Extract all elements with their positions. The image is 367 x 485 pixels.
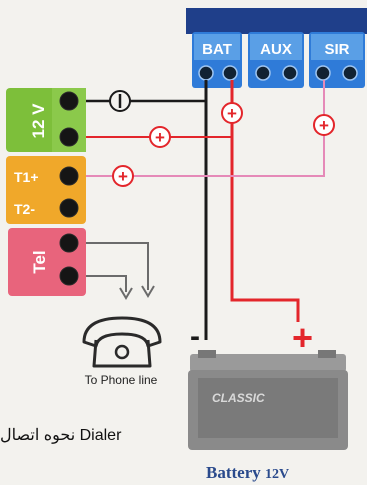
battery-plus-sign: + [292, 317, 313, 358]
battery-label: Battery 12V [206, 463, 289, 482]
trigger-terminal: T1+ T2- [6, 156, 86, 224]
wires [78, 80, 325, 340]
label-tel: Tel [30, 250, 49, 273]
plus-marker-bat: + [221, 102, 243, 124]
tel-terminal: Tel [8, 228, 86, 296]
plus-marker-t1: + [112, 165, 134, 187]
screw-t2 [59, 198, 79, 218]
screw-tel-1 [59, 233, 79, 253]
wire-tel-1 [78, 242, 149, 290]
label-t2: T2- [14, 201, 35, 217]
alarm-terminal-block: BAT AUX SIR [186, 8, 367, 88]
plus-symbol-sir: + [319, 116, 329, 135]
plus-symbol-12v: + [155, 128, 165, 147]
screw-tel-2 [59, 266, 79, 286]
terminal-bat: BAT [192, 32, 242, 88]
minus-marker [109, 90, 131, 112]
aux-screw-2 [282, 65, 298, 81]
terminal-label-bat: BAT [202, 41, 232, 58]
terminal-label-aux: AUX [260, 41, 292, 58]
screw-12v-positive [59, 127, 79, 147]
battery: + - CLASSIC Battery 12V [188, 317, 348, 482]
battery-lid [190, 354, 346, 372]
sir-screw-2 [342, 65, 358, 81]
sir-screw-1 [315, 65, 331, 81]
aux-screw-1 [255, 65, 271, 81]
arrow-tel-2 [119, 287, 133, 300]
left-terminal-strip: 12 V T1+ T2- Tel [6, 88, 86, 296]
wire-t1-sir [78, 80, 325, 177]
battery-terminal-pos [318, 350, 336, 358]
screw-t1 [59, 166, 79, 186]
bat-screw-negative [198, 65, 214, 81]
arrow-tel-1 [141, 285, 155, 298]
dialer-caption: نحوه اتصال Dialer [0, 427, 122, 444]
wire-tel-2 [78, 275, 127, 292]
label-12v: 12 V [29, 103, 48, 139]
terminal-label-sir: SIR [324, 41, 349, 58]
power-terminal-12v: 12 V [6, 88, 86, 152]
plus-marker-12v: + [149, 126, 171, 148]
terminal-sir: SIR [309, 32, 365, 88]
terminal-block-frame [186, 8, 367, 34]
polarity-markers: + + + + [109, 90, 335, 187]
battery-minus-sign: - [190, 320, 200, 353]
battery-brand: CLASSIC [212, 391, 265, 405]
screw-12v-negative [59, 91, 79, 111]
wire-bat-positive [230, 80, 300, 322]
plus-symbol-bat: + [227, 104, 237, 123]
battery-terminal-neg [198, 350, 216, 358]
battery-label-area [198, 378, 338, 438]
plus-symbol-t1: + [118, 167, 128, 186]
phone-caption: To Phone line [85, 373, 158, 387]
bat-screw-positive [222, 65, 238, 81]
plus-marker-sir: + [313, 114, 335, 136]
telephone-icon [82, 316, 162, 368]
label-t1: T1+ [14, 169, 39, 185]
terminal-aux: AUX [248, 32, 304, 88]
